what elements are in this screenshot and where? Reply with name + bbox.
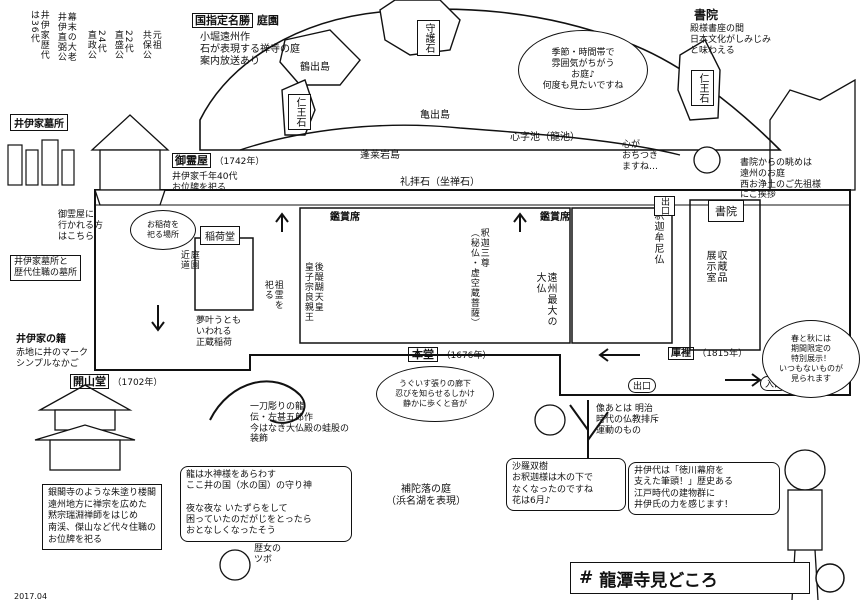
kuri-year: （1815年） bbox=[697, 349, 748, 359]
face-sara bbox=[534, 404, 566, 436]
kaisando-label-group: 開山堂 （1702年） bbox=[70, 374, 163, 389]
main-hall-year: （1676年） bbox=[441, 351, 492, 361]
seasonal-bubble: 春と秋には 期間限定の 特別展示！ いつもないものが 見られます bbox=[762, 320, 860, 398]
pond-label: 心字池（龍池） bbox=[510, 132, 580, 143]
girl-figure bbox=[784, 449, 826, 601]
shoin-heading: 書院 bbox=[694, 8, 719, 22]
inari-bubble: お稲荷を 祀る場所 bbox=[130, 210, 196, 250]
dragon-drawing bbox=[209, 380, 306, 424]
shoin-desc: 殿様書座の間 日本文化がしみじみ と味わえる bbox=[690, 24, 772, 56]
date-label: 2017.04 bbox=[14, 592, 48, 601]
statue-left-label: 後醍醐天皇 皇子宗良親王 bbox=[302, 262, 323, 322]
inari-label: 稲荷堂 bbox=[200, 226, 240, 245]
graves-drawing bbox=[7, 139, 75, 186]
haiden-label: 祖霊を 祀る bbox=[262, 280, 283, 310]
map-title-box: # 龍潭寺見どころ bbox=[570, 562, 810, 594]
daibutsu-room bbox=[571, 207, 673, 344]
inari-fox-note: 夢叶うとも いわれる 正蔵稲荷 bbox=[196, 316, 242, 348]
right-hill bbox=[769, 78, 856, 191]
pond-shore bbox=[239, 124, 681, 156]
mitamaya-year: （1742年） bbox=[214, 157, 265, 167]
arrow-right-entry bbox=[725, 373, 762, 387]
kuri-label-group: 庫裡 （1815年） bbox=[668, 347, 748, 360]
main-hall-label-group: 本堂 （1676年） bbox=[408, 347, 492, 362]
mitamaya-label-group: 御霊屋 （1742年） bbox=[172, 153, 265, 168]
kansho-left: 鑑賞席 bbox=[330, 212, 360, 223]
shoin-room-label: 書院 bbox=[708, 200, 744, 222]
kaisando-drawing bbox=[34, 384, 136, 471]
garden-desc: 小堀遠州作 石が表現する禅寺の庭 案内放送あり bbox=[200, 32, 300, 67]
mitamaya-drawing bbox=[90, 114, 170, 206]
ii-crest-title: 井伊家の籍 bbox=[16, 334, 66, 345]
grave-name-3: 22代 直盛公 bbox=[112, 30, 133, 60]
grave-name-4: 元祖 共保公 bbox=[140, 30, 161, 60]
face-shoin bbox=[693, 146, 721, 174]
inari-path: 庭園 近道 bbox=[178, 250, 199, 270]
garden-badge: 国指定名勝 bbox=[192, 13, 253, 28]
rekijo-note: 歴女の ツボ bbox=[254, 544, 282, 565]
daibutsu-label: 遠州最大の 大仏 bbox=[534, 272, 556, 327]
kokoro-note: 心が おちつき ますね… bbox=[622, 140, 659, 172]
ii-crest-desc: 赤地に井のマーク シンプルなかご bbox=[16, 348, 89, 369]
kaisando-desc: 銀閣寺のような朱塗り楼閣 遠州地方に禅宗を広めた 黙宗瑞淵禅師をはじめ 南渓、傑… bbox=[42, 484, 163, 551]
title-mark: # bbox=[579, 568, 594, 588]
exit-top[interactable]: 出口 bbox=[654, 196, 675, 216]
reihai-stone-label: 礼拝石（坐禅石） bbox=[400, 177, 480, 188]
iidai-note: 井伊代は「徳川幕府を 支えた筆頭！」歴史ある 江戸時代の建物群に 井伊氏の力を感… bbox=[628, 462, 780, 515]
graves-title: 井伊家墓所 bbox=[10, 114, 68, 131]
garden-name: 庭園 bbox=[256, 14, 279, 27]
kaisando-year: （1702年） bbox=[112, 378, 163, 388]
arrow-up-1 bbox=[275, 212, 289, 232]
shugo-stone-label: 守護石 bbox=[417, 20, 440, 56]
arrow-left-corridor bbox=[598, 348, 640, 362]
tsuru-rock bbox=[279, 29, 361, 86]
sanzon-label: 釈迦三尊 （秘仏・虚空蔵菩薩） bbox=[468, 228, 489, 328]
grave-name-1: 幕末の大老 井伊直弼公 bbox=[55, 12, 76, 62]
crest-circle bbox=[815, 563, 845, 593]
storage-label: 収蔵品 展示室 bbox=[704, 250, 726, 283]
sculpture-note: 像あとは 明治 時代の仏教排斥 運動のもの bbox=[596, 404, 660, 436]
face-rekijo bbox=[219, 549, 251, 581]
main-hall-frame bbox=[299, 207, 571, 344]
shaka-label: 釈迦牟尼仏 bbox=[652, 210, 663, 265]
season-bubble: 季節・時間帯で 雰囲気がちがう お庭♪ 何度も見たいですね bbox=[518, 30, 648, 110]
fudaraku-label: 補陀落の庭 （浜名湖を表現） bbox=[386, 484, 466, 507]
kuri-label: 庫裡 bbox=[668, 347, 694, 360]
mitamaya-desc: 井伊家千年40代 お位牌を祀る bbox=[172, 172, 238, 193]
garden-heading: 国指定名勝 庭園 bbox=[192, 13, 279, 28]
uguisu-bubble: うぐいす張りの廊下 忍びを知らせるしかけ 静かに歩くと音が bbox=[376, 366, 494, 422]
exit-mid[interactable]: 出口 bbox=[628, 378, 657, 393]
horai-island-label: 蓬莱岩島 bbox=[360, 150, 400, 161]
kansho-right: 鑑賞席 bbox=[540, 212, 570, 223]
tsuru-island-label: 鶴出島 bbox=[300, 62, 330, 73]
shoin-view-note: 書院からの眺めは 遠州のお庭 西お浄土のご先祖様 にご挨拶 bbox=[740, 158, 822, 201]
arrow-down-kaisando bbox=[151, 305, 165, 332]
inari-hall bbox=[194, 237, 254, 311]
hakamaaya-note: 井伊家墓所と 歴代住職の墓所 bbox=[10, 255, 82, 281]
dragon-note: 龍は水神様をあらわす ここ井の国（水の国）の守り神 夜な夜な いたずらをして 困… bbox=[180, 466, 352, 542]
niou-right-label: 仁王石 bbox=[691, 70, 714, 106]
mitamaya-label: 御霊屋 bbox=[172, 153, 211, 168]
graves-sub: 御霊屋に 行かれる方 はこちら bbox=[58, 210, 104, 242]
kame-island-label: 亀出島 bbox=[420, 110, 450, 121]
arrow-up-2 bbox=[513, 212, 527, 232]
map-title: 龍潭寺見どころ bbox=[599, 570, 718, 591]
main-hall-label: 本堂 bbox=[408, 347, 438, 362]
ryu-label: 一刀彫りの龍 伝・左甚五郎作 今はなき大仏殿の蛙股の 装飾 bbox=[250, 402, 350, 445]
sara-note: 沙羅双樹 お釈迦様は木の下で なくなったのですね 花は6月♪ bbox=[506, 458, 626, 511]
niou-left-label: 仁王石 bbox=[288, 94, 311, 130]
grave-name-2: 24代 直政公 bbox=[85, 30, 106, 60]
kaisando-label: 開山堂 bbox=[70, 374, 109, 389]
graves-note: 井伊家歴代 は36代 bbox=[28, 10, 49, 60]
